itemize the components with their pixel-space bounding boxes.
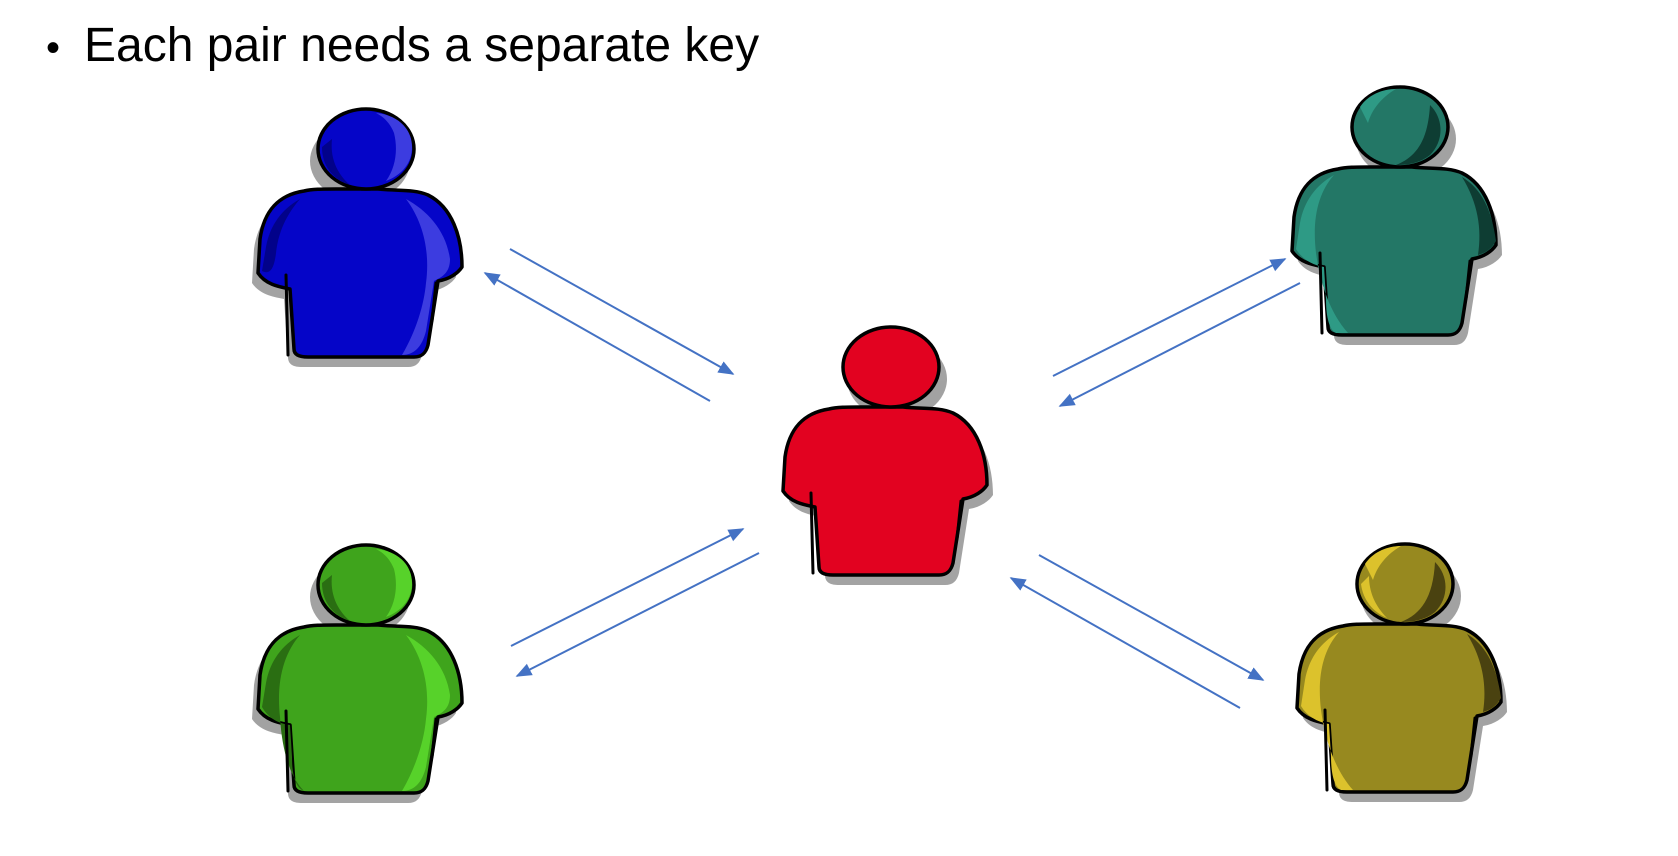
person-teal-icon	[1290, 85, 1502, 345]
bullet-point: • Each pair needs a separate key	[46, 19, 760, 73]
arrow-red-to-green	[515, 552, 760, 677]
person-green-icon	[252, 543, 464, 803]
arrow-teal-to-red	[1058, 282, 1301, 407]
person-red-icon	[781, 325, 993, 585]
arrow-red-to-olive	[1038, 554, 1265, 681]
arrow-green-to-red	[510, 528, 745, 647]
bullet-icon: •	[46, 26, 61, 70]
person-blue-icon	[252, 107, 464, 367]
bullet-text: Each pair needs a separate key	[84, 19, 760, 72]
arrow-blue-to-red	[509, 248, 735, 375]
person-olive-icon	[1295, 542, 1507, 802]
arrow-red-to-blue	[483, 272, 711, 402]
arrow-red-to-teal	[1052, 258, 1287, 377]
arrow-olive-to-red	[1009, 577, 1241, 709]
